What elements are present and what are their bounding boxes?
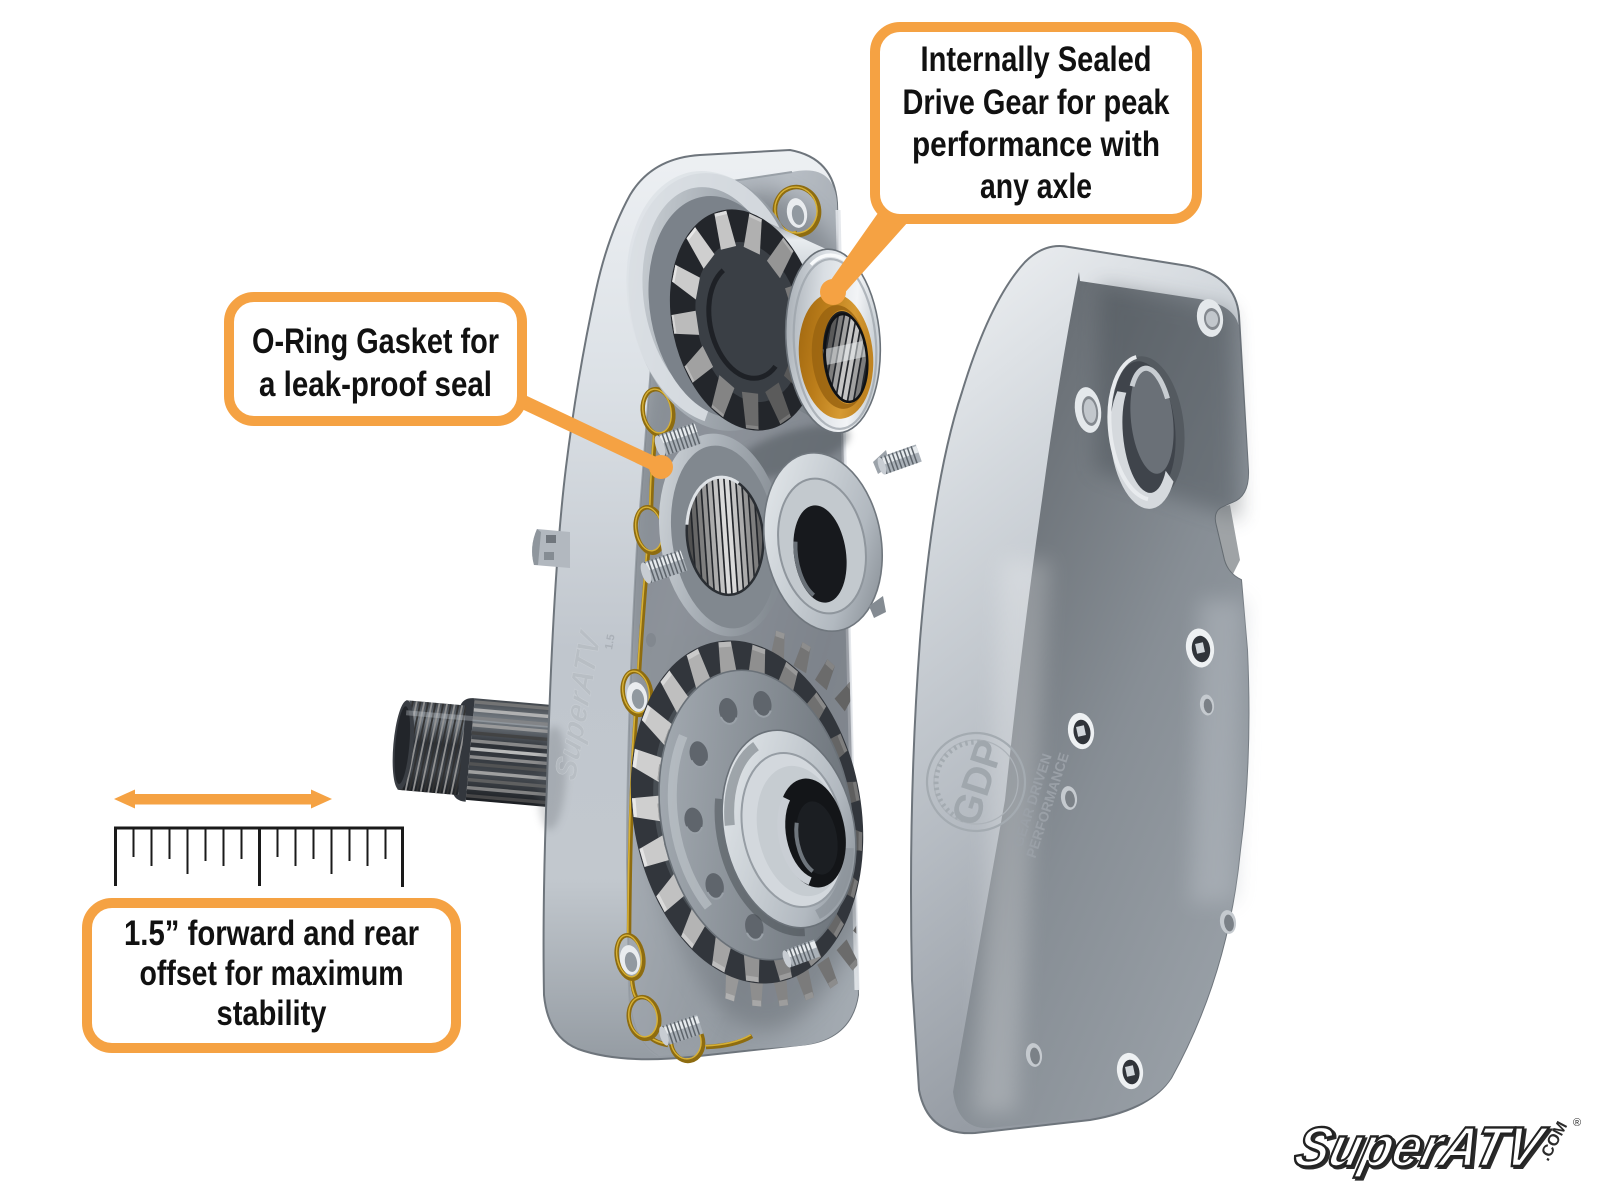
svg-text:1.5” forward and rear: 1.5” forward and rear	[124, 914, 419, 953]
svg-text:any axle: any axle	[980, 167, 1092, 206]
svg-text:O-Ring Gasket for: O-Ring Gasket for	[252, 322, 499, 361]
svg-text:performance with: performance with	[912, 125, 1160, 164]
svg-text:1.5: 1.5	[603, 633, 617, 650]
svg-text:®: ®	[1573, 1117, 1581, 1129]
svg-text:offset for maximum: offset for maximum	[140, 954, 404, 993]
svg-text:Internally Sealed: Internally Sealed	[921, 40, 1152, 79]
svg-text:SuperATV: SuperATV	[1289, 1117, 1552, 1179]
svg-text:a leak-proof seal: a leak-proof seal	[259, 365, 492, 404]
svg-text:Drive Gear for peak: Drive Gear for peak	[903, 83, 1170, 122]
svg-text:SuperATV: SuperATV	[1291, 1119, 1554, 1181]
svg-text:stability: stability	[217, 994, 327, 1033]
